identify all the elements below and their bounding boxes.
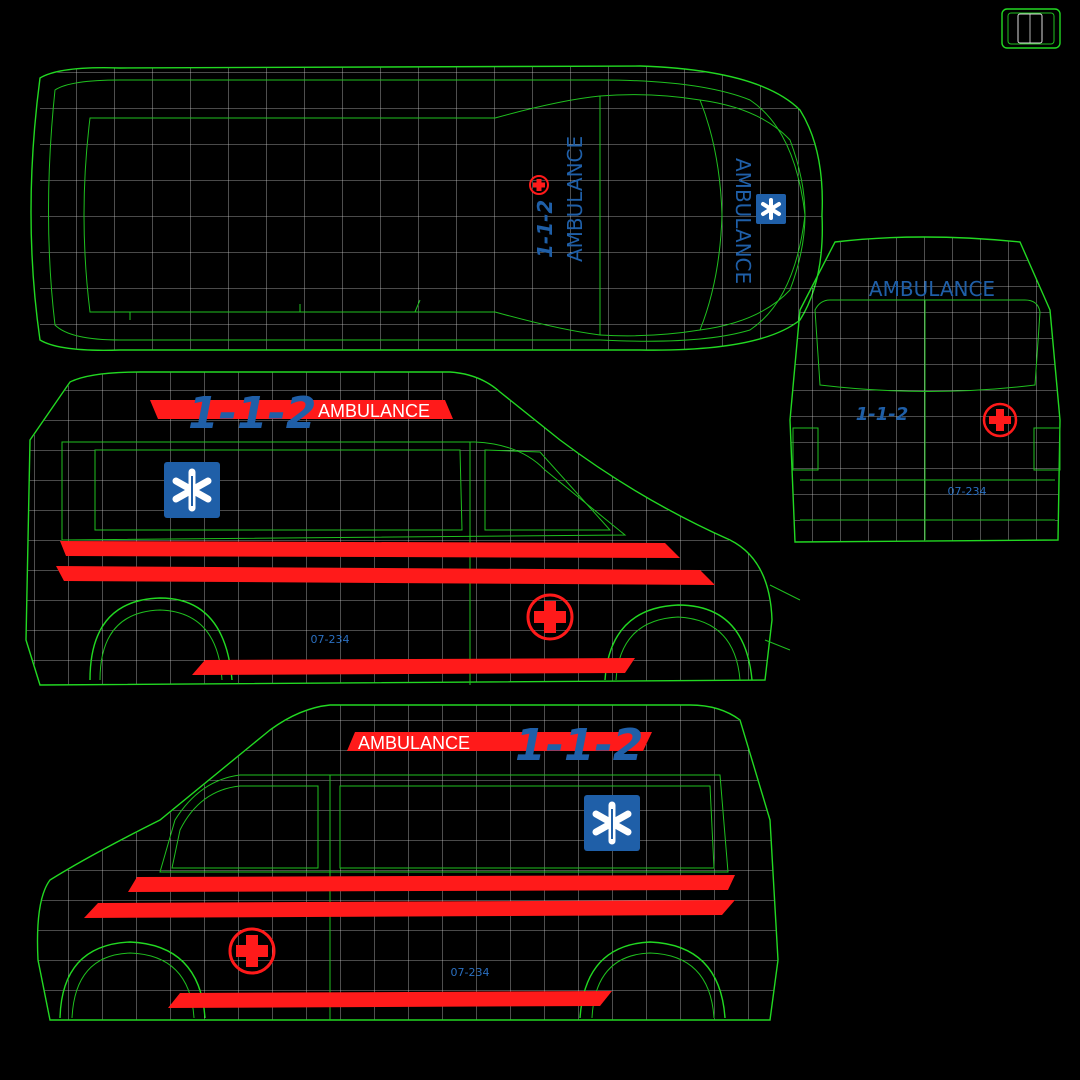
top-ambulance-label: AMBULANCE bbox=[563, 136, 587, 262]
sill-stripe bbox=[168, 991, 612, 1008]
rear-view-markings: AMBULANCE 1-1-2 07-234 bbox=[856, 277, 1018, 498]
sill-stripe bbox=[192, 658, 635, 675]
red-cross-icon bbox=[529, 175, 549, 195]
top-ambulance-label-mirrored: AMBULANCE bbox=[731, 158, 755, 284]
body-stripe-lower bbox=[84, 900, 735, 918]
body-stripe-upper bbox=[128, 875, 735, 892]
rear-ambulance-label: AMBULANCE bbox=[869, 277, 995, 301]
side-view-left-markings: 1-1-2 AMBULANCE 07-234 bbox=[56, 388, 715, 675]
side1-ambulance-label: AMBULANCE bbox=[318, 401, 430, 421]
side2-plate-number: 07-234 bbox=[451, 966, 490, 979]
body-stripe-upper bbox=[60, 541, 680, 558]
star-of-life-icon bbox=[756, 194, 786, 224]
top-number-label: 1-1-2 bbox=[533, 200, 557, 258]
side-view-right-markings: AMBULANCE 1-1-2 07-234 bbox=[84, 720, 735, 1008]
thumbnail-wireframe bbox=[1001, 8, 1061, 49]
roof-stripe bbox=[150, 400, 453, 419]
top-view-markings: AMBULANCE 1-1-2 AMBULANCE bbox=[529, 136, 786, 284]
roof-stripe bbox=[347, 732, 652, 751]
red-cross-icon bbox=[228, 927, 276, 975]
side1-plate-number: 07-234 bbox=[311, 633, 350, 646]
side2-ambulance-label: AMBULANCE bbox=[358, 733, 470, 753]
rear-number-label: 1-1-2 bbox=[856, 404, 909, 425]
side1-number-label: 1-1-2 bbox=[188, 388, 316, 439]
red-cross-icon bbox=[526, 593, 574, 641]
side2-number-label: 1-1-2 bbox=[515, 720, 643, 771]
star-of-life-icon bbox=[164, 462, 220, 518]
body-stripe-lower bbox=[56, 566, 715, 585]
red-cross-icon bbox=[982, 402, 1018, 438]
rear-plate-number: 07-234 bbox=[948, 485, 987, 498]
star-of-life-icon bbox=[584, 795, 640, 851]
